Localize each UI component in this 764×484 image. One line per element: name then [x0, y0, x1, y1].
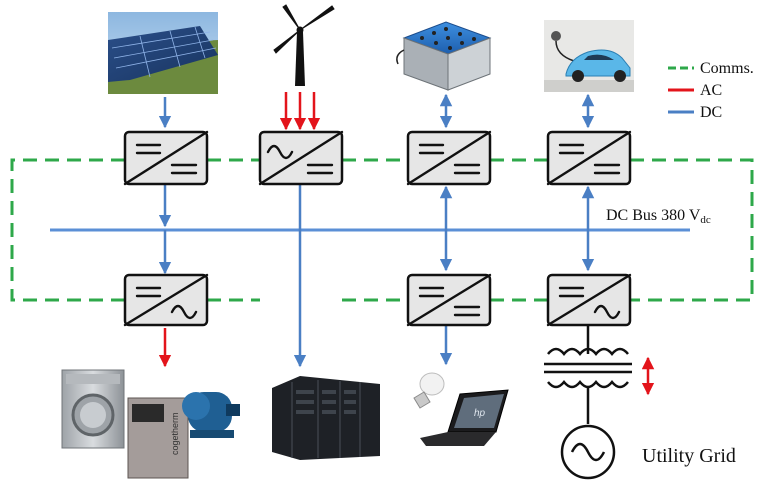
dc-dc-converter-ev: [546, 130, 632, 186]
laptop-brand-label: hp: [474, 408, 486, 419]
transformer-icon: [544, 347, 632, 424]
legend: Comms. AC DC: [668, 60, 754, 121]
solar-panels-icon: [108, 12, 218, 94]
dc-ac-inverter-loads: [123, 273, 209, 327]
wind-turbine-icon: [273, 4, 335, 86]
feeders: [158, 93, 595, 368]
legend-comms-label: Comms.: [700, 60, 754, 77]
dc-bus-label-main: DC Bus 380 V: [606, 207, 701, 224]
ac-loads-icon: cogetherm: [61, 369, 240, 479]
dc-bus-label: DC Bus 380 Vdc: [606, 207, 711, 226]
legend-ac-label: AC: [700, 82, 722, 99]
dc-loads-icon: hp: [413, 372, 509, 446]
comms-line: [10, 158, 754, 302]
battery-bank-icon: [396, 21, 492, 91]
electric-car-icon: [544, 20, 634, 92]
ac-source-icon: [560, 424, 616, 480]
legend-dc-label: DC: [700, 104, 722, 121]
dc-ac-inverter-grid: [546, 273, 632, 327]
ac-dc-converter-wind: [258, 130, 344, 186]
dc-dc-converter-dc-loads: [406, 273, 492, 327]
dc-dc-converter-battery: [406, 130, 492, 186]
utility-grid-label: Utility Grid: [642, 445, 736, 467]
appliance-brand-label: cogetherm: [170, 412, 180, 455]
dc-bus-label-subscript: dc: [700, 214, 711, 226]
wind-ac-arrows: [279, 92, 321, 131]
server-racks-icon: [272, 376, 380, 460]
dc-dc-converter-solar: [123, 130, 209, 186]
